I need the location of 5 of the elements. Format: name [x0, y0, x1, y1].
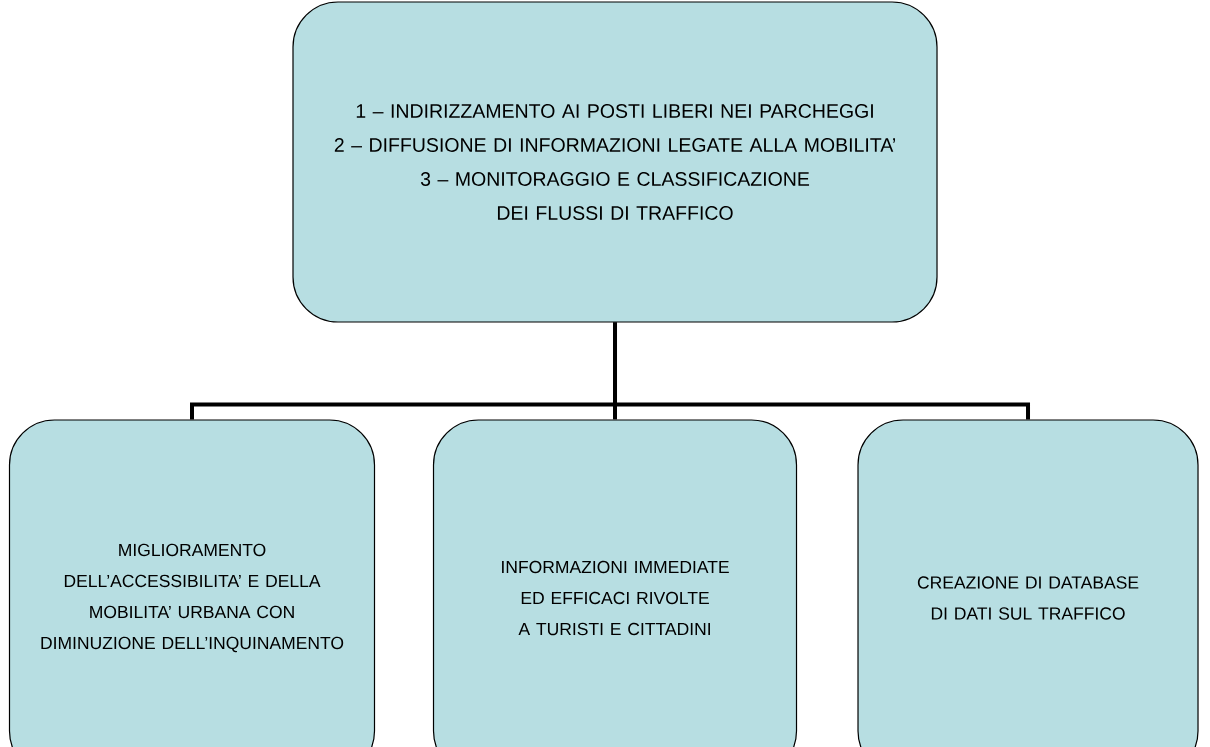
process-box: 1 – INDIRIZZAMENTO AI POSTI LIBERI NEI PARCHEGGI 2 – DIFFUSIONE DI INFORMAZIONI LEGATE ALLA MOBILITA’ 3 – MONITORAGGIO E CLASSIFICAZIONE DEI FLUSSI DI TRAFFICO [292, 1, 938, 323]
process-box: CREAZIONE DI DATABASE DI DATI SUL TRAFFICO [857, 419, 1199, 747]
process-box: MIGLIORAMENTO DELL’ACCESSIBILITA’ E DELLA MOBILITA’ URBANA CON DIMINUZIONE DELL’INQUINAMENTO [8, 419, 376, 747]
connector [613, 322, 1030, 420]
process-box: INFORMAZIONI IMMEDIATE ED EFFICACI RIVOLTE A TURISTI E CITTADINI [432, 419, 798, 747]
